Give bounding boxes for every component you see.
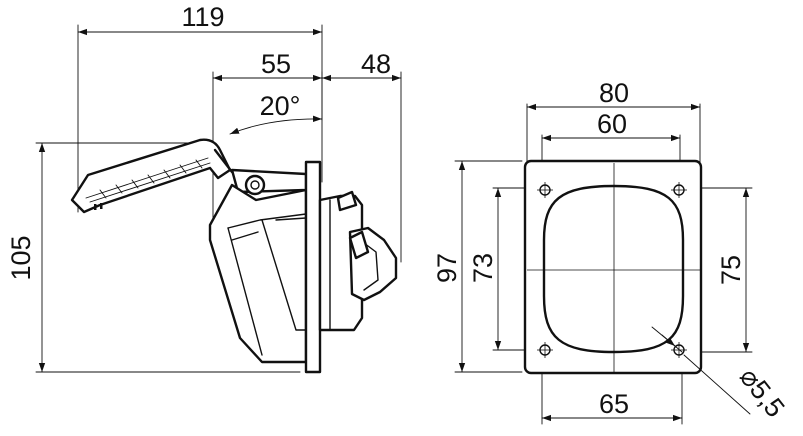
dim-width-total-label: 119	[181, 2, 224, 32]
dim-outer-height: 97	[432, 160, 466, 373]
side-view: 119 55 48 20° 105	[6, 2, 402, 374]
rear-body	[318, 190, 398, 332]
mounting-hole-top-right-icon	[671, 182, 687, 198]
dim-outer-height-label: 97	[432, 253, 462, 283]
dim-width-lid: 55	[212, 49, 323, 82]
lid	[70, 138, 232, 214]
center-lines	[527, 163, 700, 372]
dim-depth-label: 48	[361, 49, 391, 79]
dim-hole-diameter-label: ⌀5,5	[734, 362, 791, 423]
dim-angle: 20°	[229, 91, 323, 135]
flange	[304, 160, 322, 374]
dim-hole-spacing-v-left-label: 73	[468, 253, 498, 283]
mounting-hole-top-left-icon	[537, 182, 553, 198]
dim-width-lid-label: 55	[261, 49, 291, 79]
dim-hole-spacing-v-right-label: 75	[716, 255, 746, 285]
dim-height-label: 105	[6, 235, 36, 280]
dim-hole-spacing-h: 60	[541, 109, 681, 142]
dim-height: 105	[6, 142, 46, 373]
dim-hole-spacing-v-right: 75	[716, 187, 750, 353]
dim-bottom-width-label: 65	[599, 389, 629, 419]
dim-outer-width-label: 80	[599, 78, 629, 108]
dim-bottom-width: 65	[541, 389, 683, 422]
housing	[208, 183, 308, 364]
dim-hole-spacing-v-left: 73	[468, 187, 502, 351]
dim-hole-spacing-h-label: 60	[597, 109, 627, 139]
front-view: 80 60 97 73 75 65	[432, 78, 791, 425]
mounting-hole-bottom-left-icon	[537, 342, 553, 358]
dim-width-total: 119	[77, 2, 323, 36]
dim-depth: 48	[321, 49, 402, 82]
dim-outer-width: 80	[526, 78, 701, 111]
dim-angle-label: 20°	[260, 91, 301, 121]
socket-aperture	[542, 184, 685, 354]
